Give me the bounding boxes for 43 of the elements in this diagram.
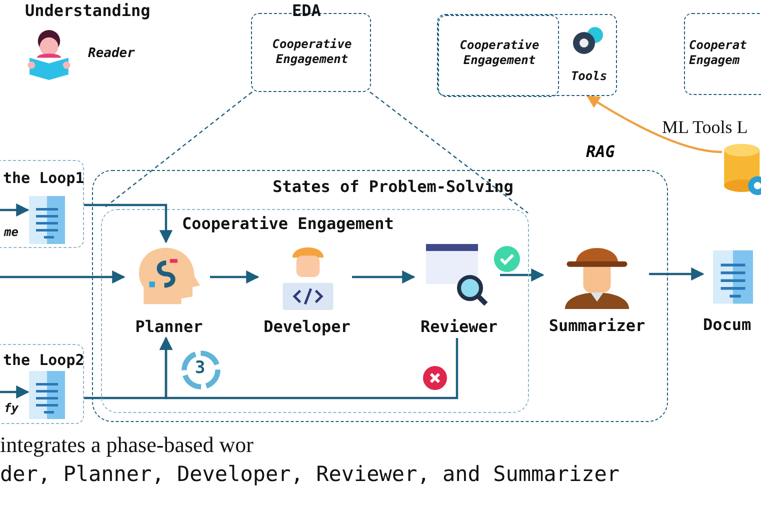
container-title: Cooperative Engagement — [182, 214, 395, 234]
node-label: Developer — [262, 317, 352, 337]
node-label: me — [4, 225, 20, 240]
node-label: Cooperat Engagem — [689, 38, 748, 68]
phase-box — [684, 13, 761, 95]
engagement-box — [438, 15, 559, 97]
caption: der, Planner, Developer, Reviewer, and Summarizer — [0, 462, 620, 488]
node-label: the Loop1 — [3, 169, 83, 188]
container-title: States of Problem-Solving — [272, 177, 514, 197]
document-icon — [29, 196, 65, 244]
node-label: Reviewer — [419, 317, 499, 337]
arrow — [0, 270, 126, 284]
arrow — [84, 204, 173, 244]
phase-box — [437, 14, 617, 96]
iteration-number: 3 — [195, 358, 206, 378]
arrow — [586, 95, 722, 154]
node-label: ML Tools L — [662, 116, 749, 138]
node-label: Cooperative Engagement — [271, 37, 353, 67]
arrow — [210, 270, 260, 284]
node-label: Cooperative Engagement — [458, 38, 540, 68]
node-label: Docum — [703, 315, 752, 335]
node-label: Summarizer — [548, 316, 646, 336]
caption: integrates a phase-based wor — [0, 432, 254, 458]
zoom-line — [370, 92, 528, 214]
node-label: Tools — [570, 69, 608, 84]
phase-title: Understanding — [25, 1, 150, 20]
loop-box — [0, 344, 84, 424]
node-label: fy — [4, 401, 20, 416]
arrow — [649, 267, 704, 281]
arrow — [352, 270, 416, 284]
phase-title: EDA — [292, 1, 321, 20]
arrow — [0, 385, 30, 399]
zoom-line — [104, 92, 252, 208]
loop-box — [0, 160, 84, 248]
document-icon — [29, 371, 65, 419]
engagement-container — [101, 209, 529, 413]
states-container — [92, 170, 668, 422]
node-label: the Loop2 — [3, 351, 83, 370]
node-label: Planner — [134, 317, 204, 337]
arrow — [84, 336, 173, 400]
arrow — [0, 203, 30, 217]
arrow — [500, 268, 544, 282]
agent-label: Reader — [88, 46, 135, 62]
